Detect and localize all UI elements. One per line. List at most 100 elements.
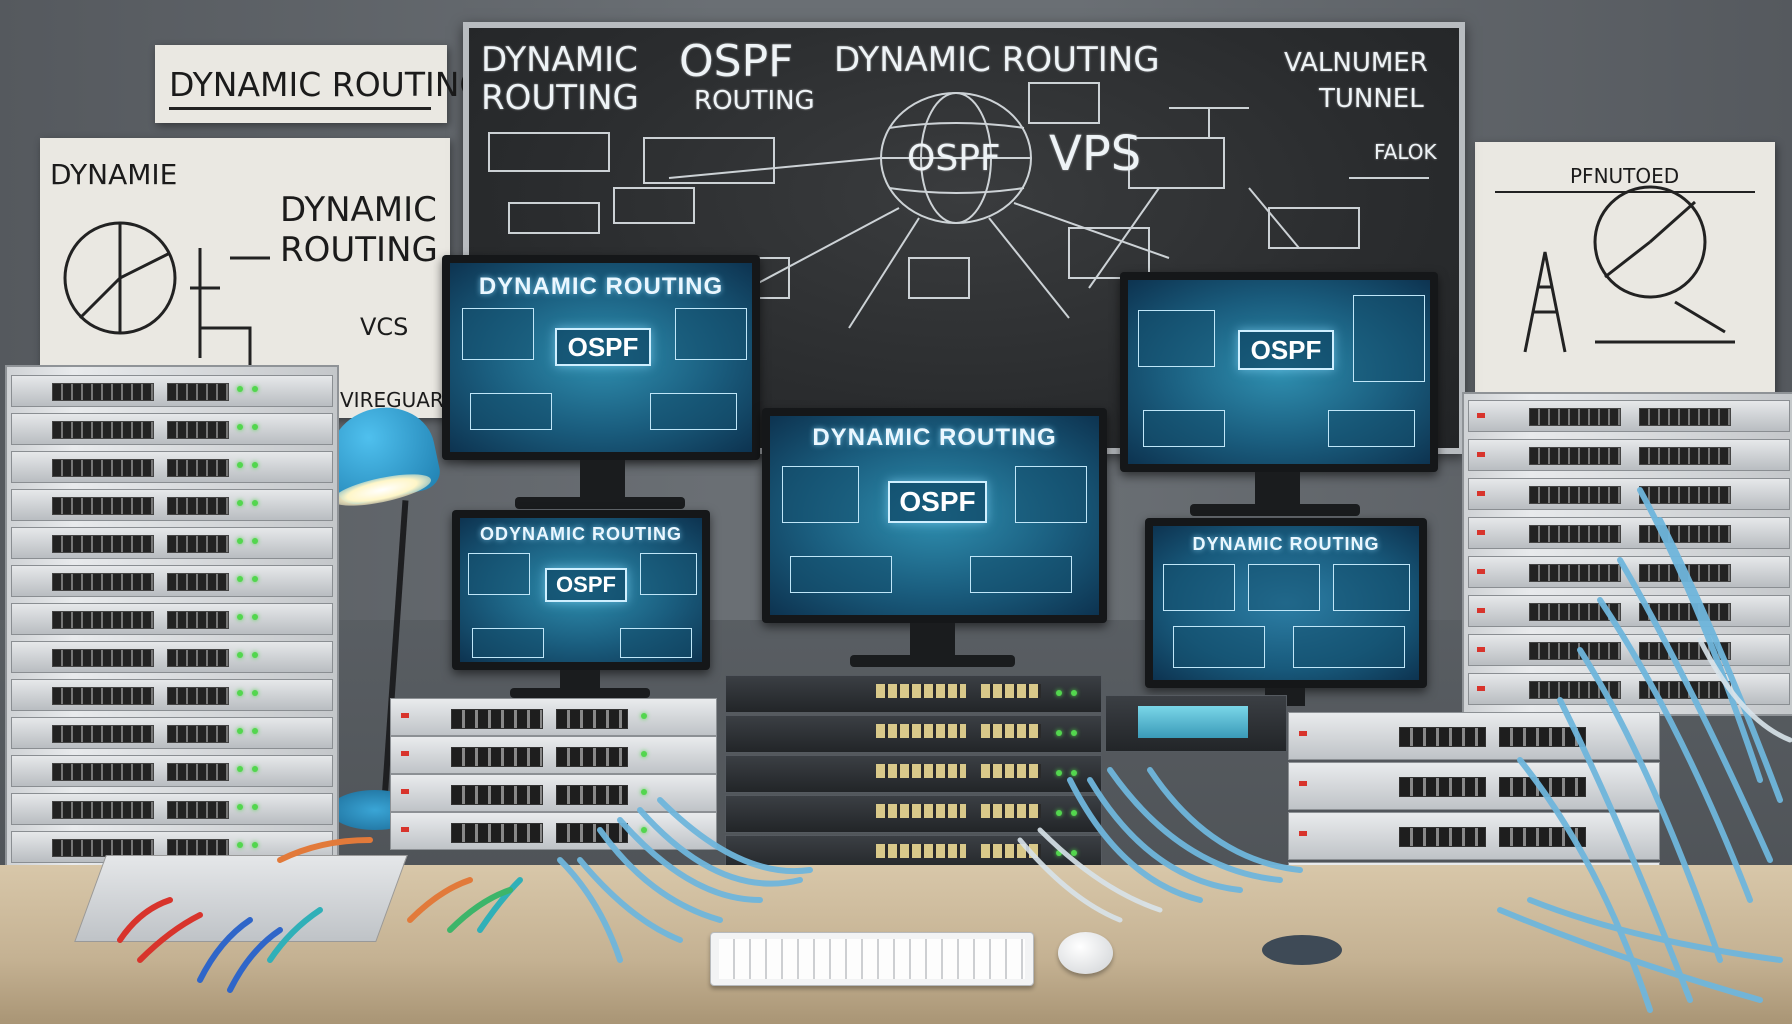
monitor-title: ODYNAMIC ROUTING <box>480 524 682 544</box>
rack-unit <box>11 565 333 597</box>
status-led <box>641 751 647 757</box>
node <box>640 553 697 595</box>
status-led <box>252 652 258 658</box>
port-block <box>52 611 154 629</box>
node <box>1138 310 1215 367</box>
rack-unit <box>1468 439 1790 471</box>
monitor-stand <box>910 623 955 658</box>
red-tag <box>1299 781 1307 786</box>
monitor-screen: ODYNAMIC ROUTING OSPF <box>460 518 702 662</box>
status-led <box>252 728 258 734</box>
monitor-title: DYNAMIC ROUTING <box>478 273 724 300</box>
port-block <box>556 785 628 805</box>
port-block <box>52 649 154 667</box>
status-led <box>1071 810 1077 816</box>
monitor-title: DYNAMIC ROUTING <box>1192 534 1380 554</box>
node <box>970 556 1072 593</box>
monitor-center: DYNAMIC ROUTING OSPF <box>762 408 1107 623</box>
status-led <box>237 500 243 506</box>
status-led <box>641 713 647 719</box>
monitor-base <box>510 688 650 698</box>
red-tag <box>1299 731 1307 736</box>
port-block <box>167 573 229 591</box>
poster-small-heading: DYNAMIE <box>50 158 178 191</box>
monitor-lower-left: ODYNAMIC ROUTING OSPF <box>452 510 710 670</box>
lcd-appliance <box>1105 695 1287 752</box>
port-block <box>451 823 543 843</box>
port-block <box>52 497 154 515</box>
monitor-screen: DYNAMIC ROUTING OSPF <box>450 263 752 452</box>
red-tag <box>1299 831 1307 836</box>
keyboard[interactable] <box>710 932 1034 986</box>
switch-unit <box>1288 812 1660 860</box>
rack-unit <box>11 413 333 445</box>
status-led <box>252 462 258 468</box>
status-led <box>252 690 258 696</box>
monitor-ospf-box: OSPF <box>888 481 987 523</box>
status-led <box>237 766 243 772</box>
monitor-stand <box>560 670 600 692</box>
port-block <box>876 724 966 738</box>
server-rack-right <box>1462 392 1792 716</box>
port-block <box>167 725 229 743</box>
monitor-ospf-box: OSPF <box>1238 330 1334 370</box>
board-headline-left2: ROUTING <box>481 78 639 118</box>
red-tag <box>1477 452 1485 457</box>
poster-title-line1: DYNAMIC <box>280 190 437 230</box>
port-block <box>1529 642 1621 660</box>
port-block <box>1399 777 1486 797</box>
node <box>782 466 859 523</box>
dark-mouse <box>1262 935 1342 965</box>
switch-unit <box>725 795 1102 833</box>
port-block <box>1499 727 1586 747</box>
board-tunnel: TUNNEL <box>1319 84 1424 114</box>
rack-unit <box>11 717 333 749</box>
port-block <box>451 785 543 805</box>
port-block <box>167 497 229 515</box>
port-block <box>1639 408 1731 426</box>
rack-unit <box>11 375 333 407</box>
status-led <box>237 614 243 620</box>
switch-unit <box>1288 712 1660 760</box>
node <box>675 308 747 360</box>
switch-unit <box>390 736 717 774</box>
status-led <box>641 789 647 795</box>
rack-unit <box>1468 400 1790 432</box>
mouse[interactable] <box>1058 932 1113 974</box>
poster-banner: DYNAMIC ROUTING <box>155 45 485 123</box>
node <box>1163 564 1235 611</box>
node <box>472 628 544 658</box>
monitor-ospf-box: OSPF <box>545 568 627 602</box>
port-block <box>1639 447 1731 465</box>
monitor-title: DYNAMIC ROUTING <box>812 424 1057 451</box>
port-block <box>876 804 966 818</box>
monitor-base <box>1190 504 1360 516</box>
node <box>1173 626 1265 668</box>
board-vps: VPS <box>1049 126 1142 182</box>
node <box>1015 466 1087 523</box>
status-led <box>237 386 243 392</box>
node <box>470 393 552 430</box>
port-block <box>1399 727 1486 747</box>
node <box>1353 295 1425 382</box>
red-tag <box>401 789 409 794</box>
status-led <box>1056 770 1062 776</box>
rack-unit <box>11 603 333 635</box>
node <box>1328 410 1415 447</box>
monitor-base <box>850 655 1015 667</box>
status-led <box>1056 730 1062 736</box>
status-led <box>252 538 258 544</box>
poster-title-line2: ROUTING <box>280 230 438 270</box>
poster-banner-text: DYNAMIC ROUTING <box>169 65 485 104</box>
port-block <box>981 684 1041 698</box>
poster-pie-sketch <box>63 221 270 368</box>
node <box>1293 626 1405 668</box>
status-led <box>237 728 243 734</box>
poster-vcs: VCS <box>360 313 409 341</box>
lcd-screen <box>1138 706 1248 738</box>
port-block <box>167 649 229 667</box>
node <box>650 393 737 430</box>
monitor-stand <box>1255 472 1300 506</box>
status-led <box>237 462 243 468</box>
